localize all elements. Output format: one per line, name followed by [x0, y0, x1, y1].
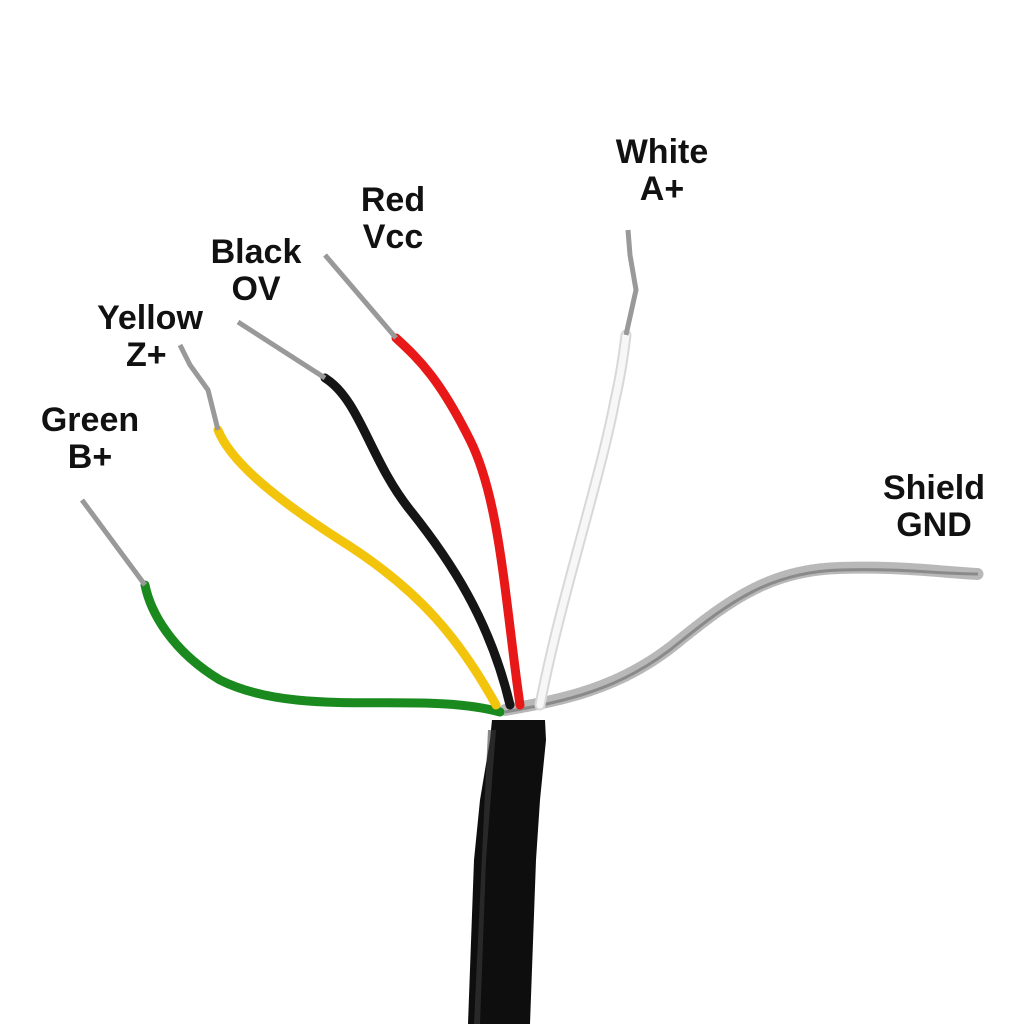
wire-signal: GND — [896, 506, 972, 544]
label-yellow: Yellow Z+ — [86, 300, 214, 374]
wire-white-tip — [623, 229, 639, 336]
wire-signal: Z+ — [126, 336, 167, 374]
wire-red-tip — [323, 253, 398, 340]
wire-yellow-tip — [177, 343, 221, 431]
wire-shield — [499, 561, 984, 716]
label-shield: Shield GND — [868, 470, 1000, 544]
wire-red — [391, 333, 525, 710]
label-white: White A+ — [600, 134, 724, 208]
cable-jacket — [468, 720, 546, 1024]
wire-color-name: White — [615, 133, 709, 171]
wire-black-tip — [236, 319, 327, 381]
wire-color-name: Shield — [882, 469, 986, 507]
label-green: Green B+ — [28, 402, 152, 476]
wire-color-name: Black — [210, 233, 302, 271]
label-red: Red Vcc — [345, 182, 441, 256]
label-black: Black OV — [200, 234, 312, 308]
wire-green-tip — [79, 498, 148, 587]
wire-color-name: Green — [40, 401, 140, 439]
wire-black — [320, 373, 515, 710]
wire-signal: B+ — [67, 438, 113, 476]
wire-green — [140, 580, 505, 717]
wire-color-name: Yellow — [97, 299, 203, 337]
wire-signal: Vcc — [362, 218, 424, 256]
wire-signal: OV — [231, 270, 281, 308]
wire-color-name: Red — [360, 181, 426, 219]
wire-signal: A+ — [639, 170, 685, 208]
wire-yellow — [213, 425, 501, 710]
